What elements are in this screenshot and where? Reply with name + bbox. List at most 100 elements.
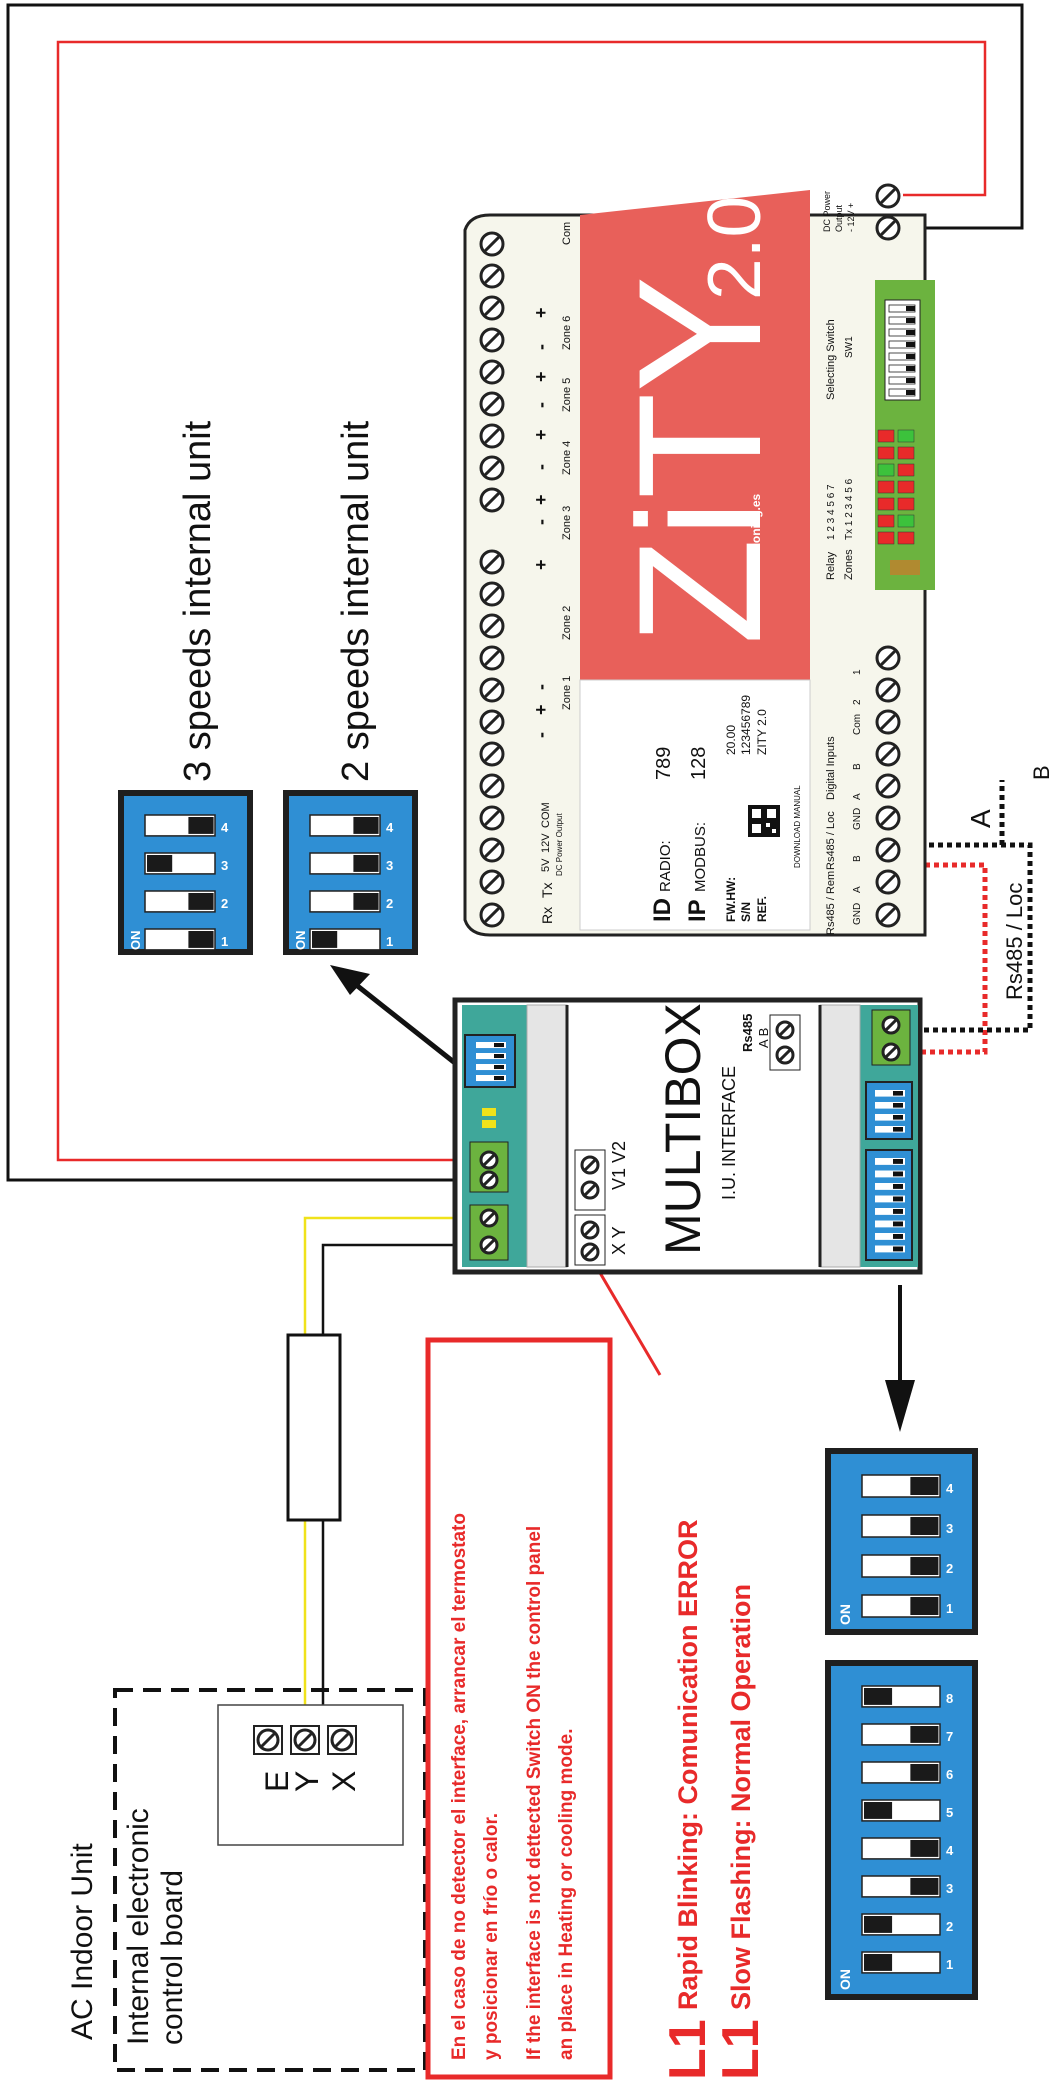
svg-text:GND: GND bbox=[852, 808, 863, 830]
multibox-subtitle: I.U. INTERFACE bbox=[719, 1066, 739, 1200]
dip-toggle[interactable] bbox=[875, 1114, 905, 1121]
slow-flashing-text: Slow Flashing: Normal Operation bbox=[726, 1584, 756, 2010]
screw-terminal-icon bbox=[875, 741, 901, 767]
svg-text:E: E bbox=[259, 1771, 295, 1792]
svg-text:Zone 4: Zone 4 bbox=[561, 441, 573, 475]
speeds-3-label: 3 speeds internal unit bbox=[177, 420, 219, 782]
svg-text:-: - bbox=[531, 732, 551, 738]
dip-toggle[interactable] bbox=[875, 1245, 905, 1253]
screw-terminal-icon bbox=[875, 773, 901, 799]
status-led bbox=[897, 497, 915, 511]
dip-toggles: 1234 bbox=[144, 814, 229, 951]
multibox-dip-top[interactable] bbox=[464, 1034, 516, 1088]
dip-toggle[interactable] bbox=[875, 1126, 905, 1133]
dip-toggle[interactable] bbox=[875, 1233, 905, 1240]
ac-indoor-unit: AC Indoor Unit Internal electronic contr… bbox=[66, 1688, 427, 2072]
screw-terminal-icon bbox=[256, 1728, 280, 1752]
screw-terminal-icon bbox=[881, 1015, 901, 1035]
dip-number-label: 5 bbox=[946, 1805, 953, 1820]
led-l1-slow: L1 bbox=[712, 2019, 770, 2080]
screw-terminal-icon bbox=[875, 645, 901, 671]
dip-toggle[interactable] bbox=[875, 1220, 905, 1228]
screw-terminal-icon bbox=[479, 677, 505, 703]
dip-number-label: 2 bbox=[946, 1561, 953, 1576]
screw-terminal-icon bbox=[479, 455, 505, 481]
dip-toggles: 1234 bbox=[861, 1474, 954, 1618]
svg-text:1 2 3 4 5 6 7: 1 2 3 4 5 6 7 bbox=[826, 484, 837, 540]
svg-text:Zones: Zones bbox=[843, 549, 855, 580]
screw-terminal-icon bbox=[479, 231, 505, 257]
zity-top-labels: Rx Tx 5V 12V COM DC Power Output Zone 1 … bbox=[539, 222, 573, 924]
dip-switch-2-speeds[interactable]: ON 1234 bbox=[283, 790, 418, 955]
svg-text:Digital Inputs: Digital Inputs bbox=[825, 736, 837, 800]
dip-on-label: ON bbox=[837, 1969, 853, 1990]
ac-indoor-unit-label: AC Indoor Unit bbox=[66, 1843, 99, 2040]
l1-led bbox=[482, 1120, 496, 1128]
screw-terminal-icon bbox=[875, 805, 901, 831]
status-led bbox=[877, 514, 895, 528]
multibox-dip-bottom-8[interactable] bbox=[865, 1149, 913, 1261]
dip-number-label: 1 bbox=[386, 934, 393, 949]
multibox-interface: MULTIBOX I.U. INTERFACE Rs485 A B X Y V1… bbox=[452, 997, 923, 1275]
screw-terminal-icon bbox=[479, 1170, 499, 1190]
svg-text:SW1: SW1 bbox=[844, 336, 855, 358]
status-led bbox=[897, 514, 915, 528]
status-led bbox=[877, 446, 895, 460]
status-led bbox=[897, 446, 915, 460]
dip-toggle[interactable] bbox=[476, 1042, 506, 1049]
rs485-a-wire bbox=[880, 862, 988, 1055]
screw-terminal-icon bbox=[479, 1208, 499, 1228]
led-l1-rapid: L1 bbox=[659, 2019, 717, 2080]
dip-toggle[interactable] bbox=[875, 1102, 905, 1109]
svg-text:Tx: Tx bbox=[539, 882, 555, 898]
zity-bottom-labels: Rs485 / Rem Rs485 / Loc Digital Inputs R… bbox=[822, 191, 856, 935]
zity-leds bbox=[877, 429, 915, 545]
svg-text:DC Power Output: DC Power Output bbox=[555, 813, 564, 876]
screw-terminal-icon bbox=[330, 1728, 354, 1752]
sw1-selector[interactable] bbox=[884, 299, 921, 401]
dip-switch-8-bottom[interactable]: ON 12345678 bbox=[825, 1660, 978, 2000]
screw-terminal-icon bbox=[479, 773, 505, 799]
dip-toggle[interactable] bbox=[875, 1170, 905, 1178]
svg-text:+: + bbox=[531, 307, 551, 318]
dip-toggle[interactable] bbox=[476, 1075, 506, 1082]
dip-on-label: ON bbox=[293, 931, 308, 951]
screw-terminal-icon bbox=[580, 1180, 600, 1200]
zity-plus-minus: -+-+-+-+-+-+ bbox=[531, 307, 551, 738]
note-en-line1: If the interface is not dettected Switch… bbox=[524, 1526, 545, 2060]
svg-text:S/N: S/N bbox=[739, 902, 753, 922]
svg-text:-: - bbox=[531, 464, 551, 470]
screw-terminal-icon bbox=[479, 581, 505, 607]
svg-text:A: A bbox=[852, 886, 863, 893]
dip-toggle[interactable] bbox=[875, 1183, 905, 1190]
screw-terminal-icon bbox=[479, 741, 505, 767]
dip-toggle[interactable] bbox=[875, 1195, 905, 1203]
screw-terminal-icon bbox=[479, 549, 505, 575]
svg-text:IP: IP bbox=[684, 899, 711, 922]
screw-terminal-icon bbox=[479, 805, 505, 831]
svg-text:A: A bbox=[852, 793, 863, 800]
dip-toggle[interactable] bbox=[875, 1158, 905, 1165]
status-led bbox=[877, 463, 895, 477]
multibox-dip-bottom-4[interactable] bbox=[865, 1081, 913, 1140]
dip-number-label: 4 bbox=[386, 820, 394, 835]
wire-b-label: B bbox=[1029, 765, 1049, 780]
svg-text:Tx 1 2 3 4 5 6: Tx 1 2 3 4 5 6 bbox=[844, 478, 855, 540]
svg-text:DC Power: DC Power bbox=[822, 191, 832, 232]
note-es-line1: En el caso de no detector el interface, … bbox=[449, 1513, 470, 2060]
dip-switch-3-speeds[interactable]: ON 1234 bbox=[118, 790, 253, 955]
dip-toggle[interactable] bbox=[476, 1053, 506, 1060]
dip-on-label: ON bbox=[837, 1604, 853, 1625]
dip-toggle[interactable] bbox=[476, 1064, 506, 1071]
screw-terminal-icon bbox=[875, 902, 901, 928]
svg-text:+: + bbox=[531, 429, 551, 440]
control-board-line1: Internal electronic bbox=[122, 1808, 155, 2045]
dip-toggle[interactable] bbox=[875, 1090, 905, 1097]
svg-text:B: B bbox=[852, 855, 863, 862]
dip-toggle[interactable] bbox=[875, 1208, 905, 1215]
zity-info: ID RADIO: 789 IP MODBUS: 128 FW.HW: 20.0… bbox=[649, 695, 802, 922]
zity-version: 2.0 bbox=[692, 196, 776, 300]
rapid-blinking-text: Rapid Blinking: Comunication ERROR bbox=[673, 1520, 703, 2011]
dip-switch-4-bottom[interactable]: ON 1234 bbox=[825, 1448, 978, 1635]
